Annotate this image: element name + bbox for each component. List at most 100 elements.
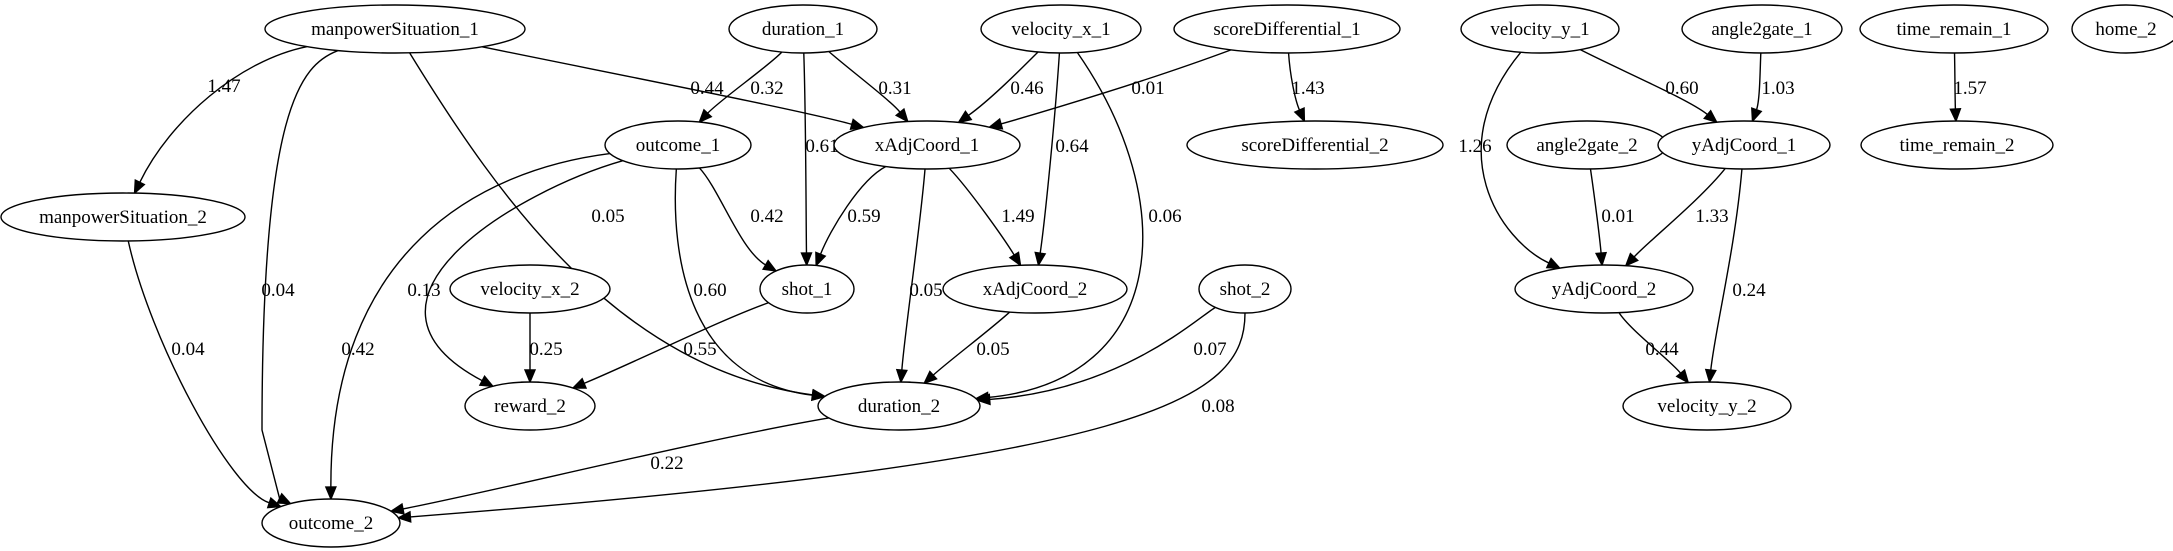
- node-reward-2: reward_2: [464, 381, 596, 431]
- node-label: duration_1: [762, 19, 844, 40]
- node-ellipse: [1186, 120, 1444, 170]
- edge-weight-label: 0.64: [1055, 136, 1089, 157]
- edge-line: [139, 45, 307, 183]
- edge-line: [674, 168, 813, 396]
- edge-weight-label: 0.05: [591, 206, 624, 227]
- node-velocity-y-2: velocity_y_2: [1622, 381, 1792, 431]
- arrowhead: [975, 393, 991, 406]
- edge-line: [127, 240, 270, 504]
- node-label: xAdjCoord_2: [983, 279, 1088, 300]
- edge-line: [330, 152, 610, 488]
- node-label: shot_1: [782, 279, 833, 300]
- node-scoredifferential-2: scoreDifferential_2: [1186, 120, 1444, 170]
- edge-weight-label: 1.57: [1953, 78, 1986, 99]
- node-ellipse: [264, 4, 526, 54]
- edge-weight-label: 0.31: [878, 78, 911, 99]
- arrowhead: [1675, 368, 1690, 385]
- edge-weight-label: 1.33: [1695, 206, 1728, 227]
- edge-duration-1-to-outcome-1: 0.32: [698, 51, 784, 124]
- edge-outcome-1-to-shot-1: 0.42: [698, 167, 784, 272]
- node-ellipse: [2071, 4, 2173, 54]
- edge-weight-label: 0.32: [750, 78, 783, 99]
- node-ellipse: [817, 381, 981, 431]
- node-label: time_remain_2: [1899, 135, 2014, 156]
- edge-line: [1287, 52, 1301, 111]
- edge-weight-label: 1.49: [1001, 206, 1034, 227]
- arrowhead: [849, 118, 866, 130]
- node-label: manpowerSituation_1: [311, 19, 479, 40]
- edge-weight-label: 0.22: [650, 453, 683, 474]
- node-time-remain-1: time_remain_1: [1859, 4, 2049, 54]
- edge-xadjcoord-1-to-duration-2: 0.05: [895, 168, 943, 384]
- arrowhead: [1008, 251, 1022, 267]
- node-xadjcoord-1: xAdjCoord_1: [833, 120, 1021, 170]
- edge-weight-label: 0.04: [171, 339, 205, 360]
- edge-line: [803, 52, 808, 254]
- arrowhead: [761, 259, 778, 272]
- edge-xadjcoord-1-to-shot-1: 0.59: [815, 165, 887, 268]
- edge-shot-1-to-reward-2: 0.55: [571, 302, 769, 389]
- node-label: velocity_y_2: [1657, 396, 1756, 417]
- edge-scoredifferential-1-to-scoredifferential-2: 1.43: [1287, 52, 1325, 123]
- edge-outcome-1-to-reward-2: 0.13: [407, 160, 624, 388]
- edge-line: [967, 51, 1039, 117]
- edge-weight-label: 0.01: [1601, 206, 1634, 227]
- edge-line: [707, 51, 783, 114]
- node-outcome-1: outcome_1: [604, 120, 752, 170]
- edge-scoredifferential-1-to-xadjcoord-1: 0.01: [987, 49, 1232, 130]
- node-ellipse: [1859, 4, 2049, 54]
- node-label: outcome_1: [636, 135, 720, 156]
- edge-velocity-y-1-to-yadjcoord-2: 1.26: [1458, 51, 1562, 269]
- node-label: reward_2: [494, 396, 566, 417]
- edge-weight-label: 0.44: [1645, 339, 1679, 360]
- edge-line: [1579, 49, 1708, 116]
- node-ellipse: [980, 4, 1142, 54]
- edge-yadjcoord-1-to-yadjcoord-2: 1.33: [1624, 167, 1729, 268]
- edge-weight-label: 1.47: [207, 76, 240, 97]
- arrowhead: [800, 252, 813, 267]
- node-ellipse: [464, 381, 596, 431]
- node-label: scoreDifferential_1: [1213, 19, 1360, 40]
- node-home-2: home_2: [2071, 4, 2173, 54]
- node-label: manpowerSituation_2: [39, 207, 207, 228]
- edge-line: [698, 167, 766, 266]
- edge-line: [828, 50, 901, 113]
- node-ellipse: [1622, 381, 1792, 431]
- edge-shot-2-to-duration-2: 0.07: [975, 306, 1227, 406]
- edge-weight-label: 0.05: [976, 339, 1009, 360]
- edge-time-remain-1-to-time-remain-2: 1.57: [1949, 52, 1987, 123]
- edge-duration-1-to-shot-1: 0.61: [800, 52, 839, 267]
- edge-line: [583, 302, 769, 385]
- arrowhead: [276, 492, 293, 505]
- arrowhead: [478, 375, 495, 388]
- edge-line: [901, 168, 926, 371]
- edge-yadjcoord-2-to-velocity-y-2: 0.44: [1618, 312, 1690, 385]
- arrowhead: [324, 486, 337, 501]
- edge-weight-label: 0.55: [683, 339, 716, 360]
- arrowhead: [1545, 257, 1562, 269]
- edge-weight-label: 0.61: [805, 136, 838, 157]
- node-duration-1: duration_1: [728, 4, 878, 54]
- edge-weight-label: 0.08: [1201, 396, 1234, 417]
- node-label: home_2: [2095, 19, 2156, 40]
- node-ellipse: [1173, 4, 1401, 54]
- arrowhead: [1704, 368, 1717, 384]
- edge-velocity-x-1-to-xadjcoord-2: 0.64: [1034, 52, 1089, 267]
- node-velocity-x-1: velocity_x_1: [980, 4, 1142, 54]
- edge-angle2gate-1-to-yadjcoord-1: 1.03: [1751, 52, 1795, 123]
- edge-line: [989, 306, 1216, 401]
- node-ellipse: [0, 192, 246, 242]
- node-label: xAdjCoord_1: [875, 135, 980, 156]
- node-scoredifferential-1: scoreDifferential_1: [1173, 4, 1401, 54]
- edge-weight-label: 0.01: [1131, 78, 1164, 99]
- arrowhead: [571, 377, 588, 389]
- node-outcome-2: outcome_2: [261, 498, 401, 548]
- edge-line: [481, 46, 853, 125]
- arrowhead: [1293, 107, 1306, 123]
- node-label: angle2gate_2: [1536, 135, 1637, 156]
- node-yadjcoord-1: yAdjCoord_1: [1657, 120, 1831, 170]
- nodes-layer: manpowerSituation_1 duration_1 velocity_x_…: [0, 4, 2173, 548]
- node-label: scoreDifferential_2: [1241, 135, 1388, 156]
- edge-line: [932, 311, 1011, 376]
